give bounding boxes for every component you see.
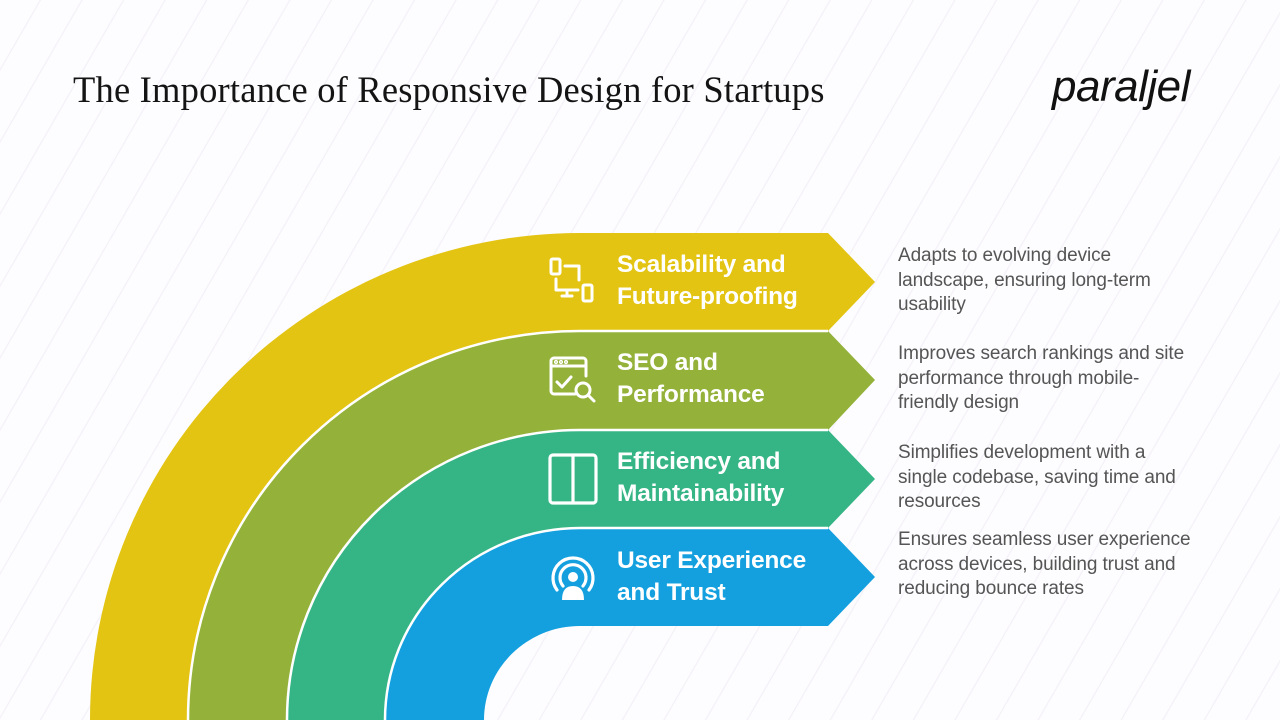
band-label-efficiency: Efficiency and Maintainability bbox=[617, 446, 784, 510]
band-label-line: Efficiency and bbox=[617, 448, 781, 475]
description-efficiency: Simplifies development with a single cod… bbox=[898, 442, 1176, 513]
band-label-line: Maintainability bbox=[617, 480, 785, 507]
band-label-line: and Trust bbox=[617, 579, 726, 606]
band-label-line: Performance bbox=[617, 381, 765, 408]
brand-logo: paraljel bbox=[1052, 62, 1190, 111]
band-label-line: Scalability and bbox=[617, 251, 786, 278]
browser-search-check-icon bbox=[545, 352, 601, 408]
devices-network-icon bbox=[545, 254, 601, 310]
band-label-scalability: Scalability and Future-proofing bbox=[617, 249, 798, 313]
description-scalability: Adapts to evolving device landscape, ens… bbox=[898, 245, 1151, 316]
user-broadcast-icon bbox=[545, 550, 601, 606]
band-label-user-experience: User Experience and Trust bbox=[617, 545, 806, 609]
band-label-line: SEO and bbox=[617, 349, 718, 376]
band-user-experience bbox=[385, 528, 875, 720]
band-scalability bbox=[90, 233, 875, 720]
description-user-experience: Ensures seamless user experience across … bbox=[898, 529, 1191, 600]
page-title: The Importance of Responsive Design for … bbox=[73, 69, 825, 110]
band-label-line: User Experience bbox=[617, 547, 807, 574]
description-seo: Improves search rankings and site perfor… bbox=[898, 343, 1185, 414]
split-panel-icon bbox=[545, 451, 601, 507]
band-label-seo: SEO and Performance bbox=[617, 347, 765, 411]
band-label-line: Future-proofing bbox=[617, 283, 798, 310]
band-seo bbox=[188, 331, 875, 720]
band-efficiency bbox=[287, 430, 875, 720]
